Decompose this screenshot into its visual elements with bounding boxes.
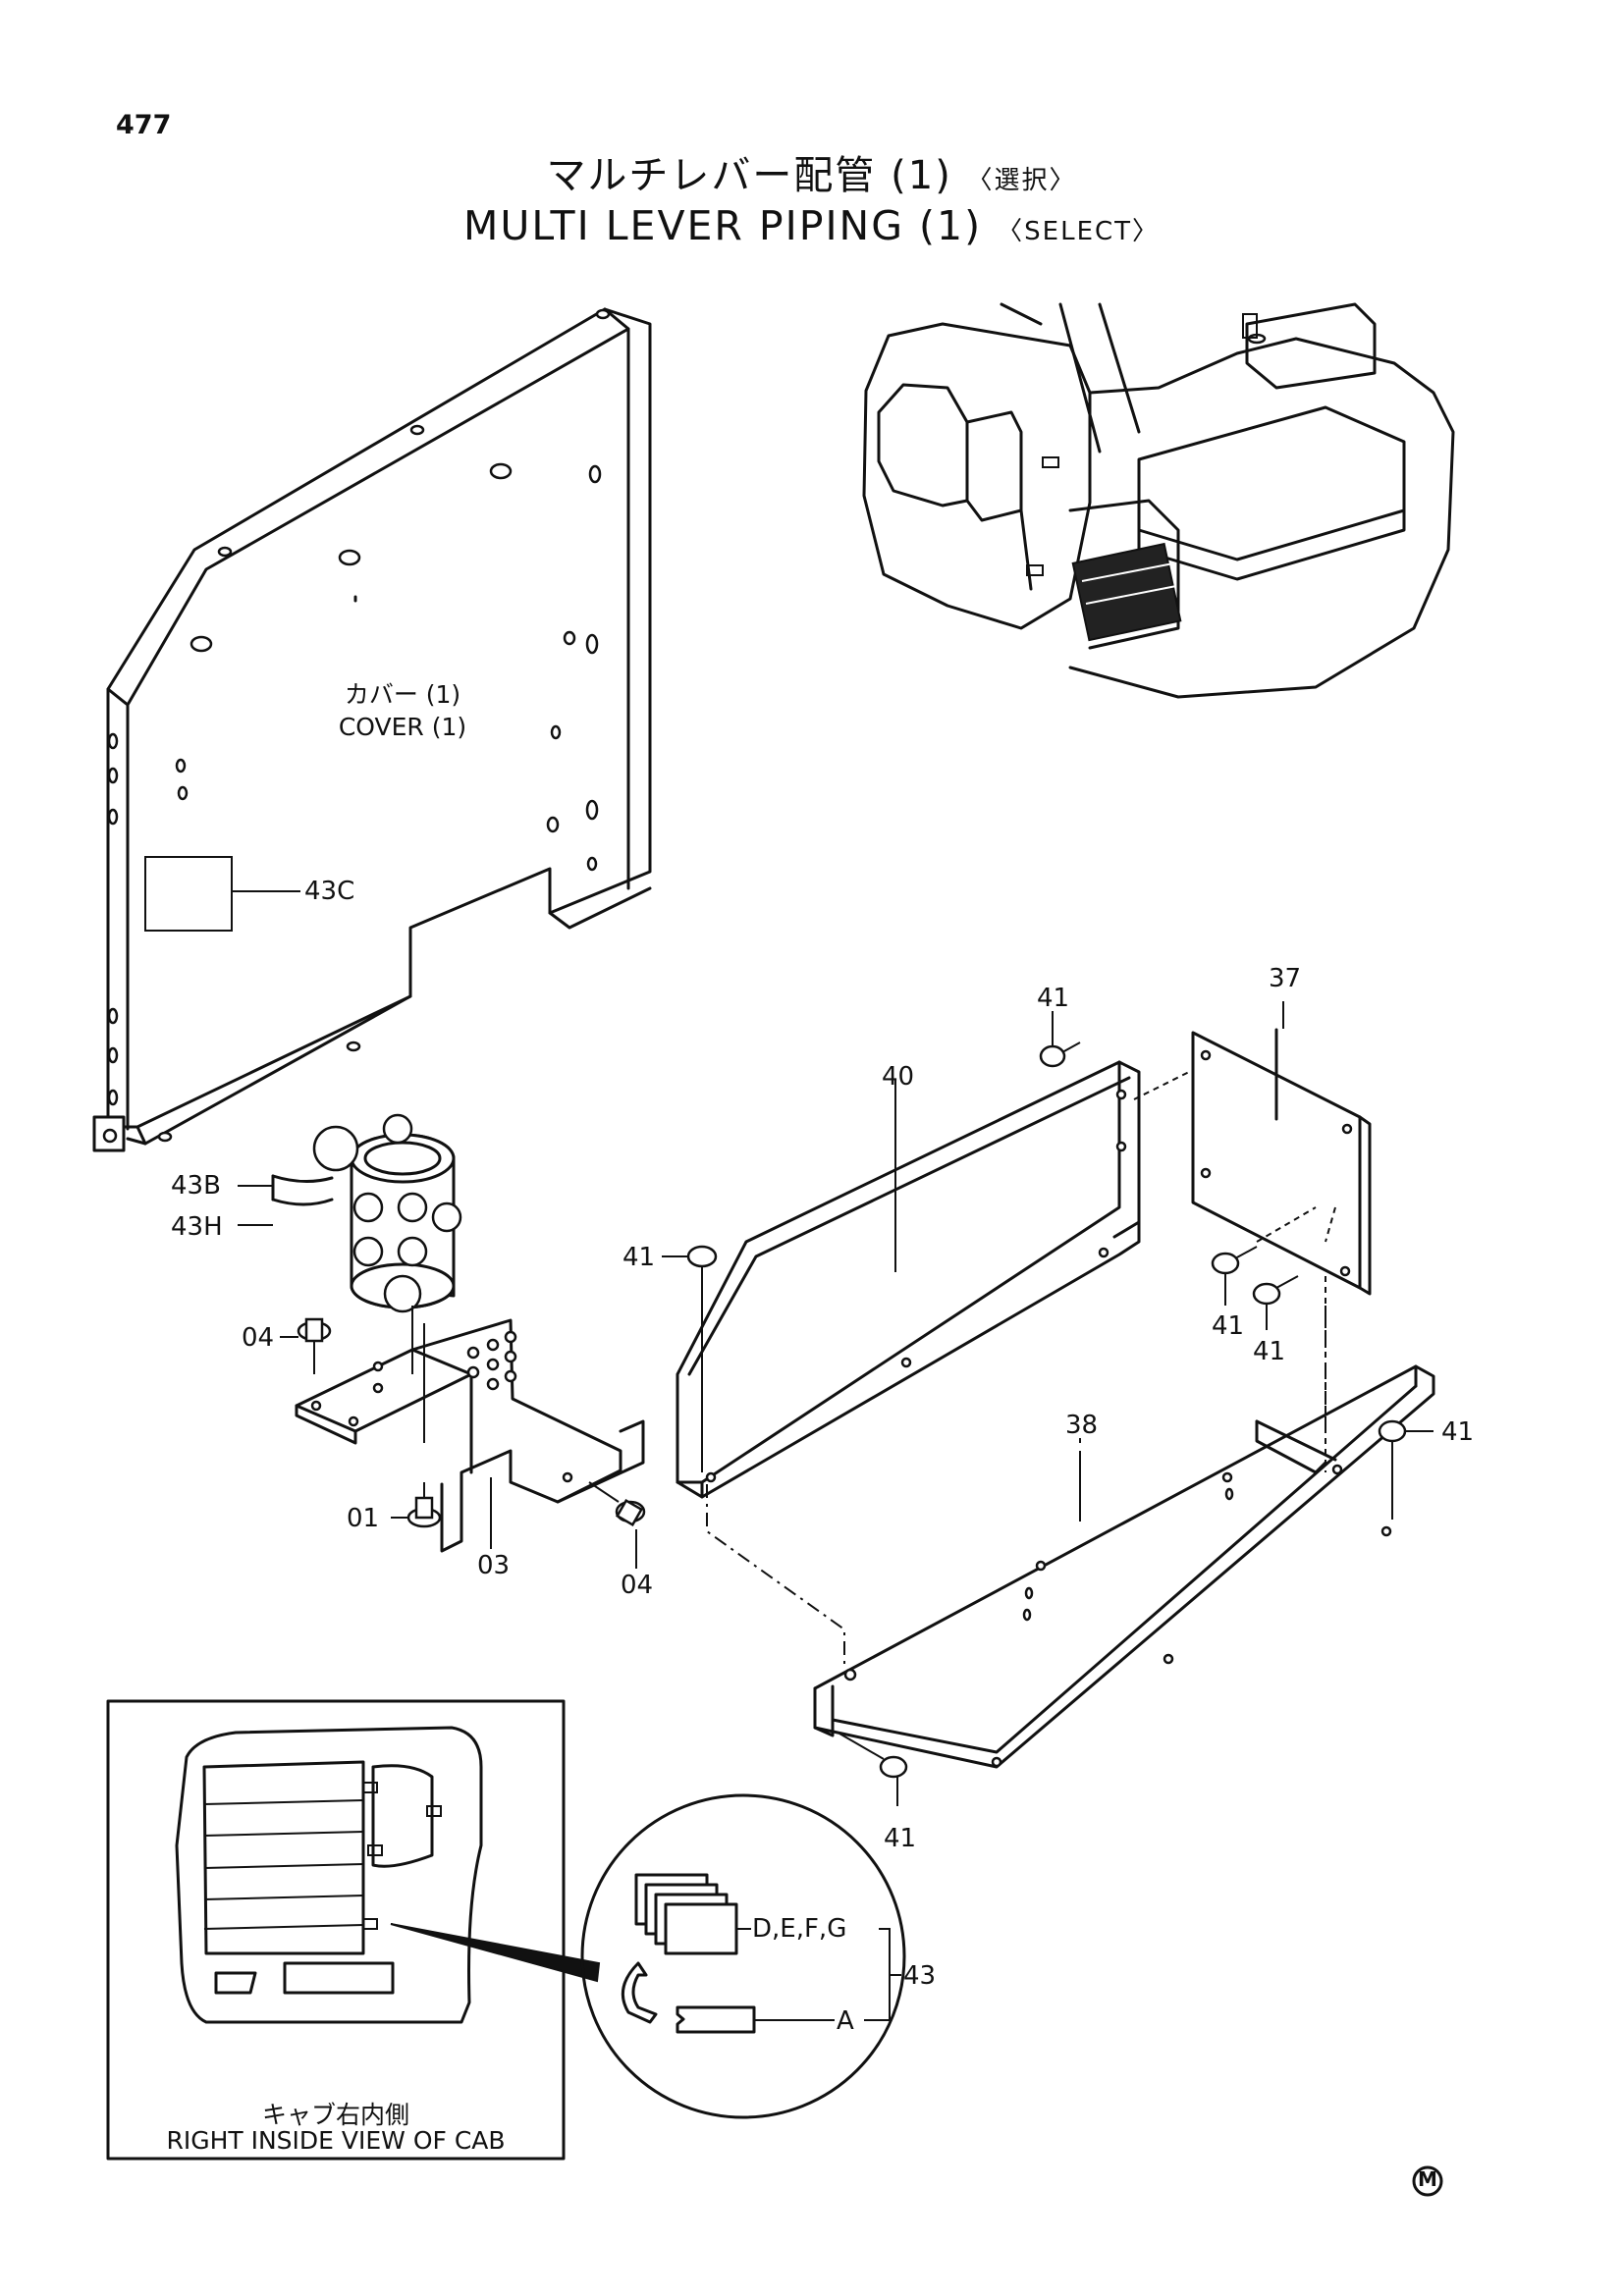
bolt-41c <box>1211 1246 1258 1306</box>
label-plate-43c <box>144 856 233 932</box>
callout-defg: D,E,F,G <box>752 1914 847 1944</box>
callout-04-right: 04 <box>621 1571 654 1600</box>
title-jp-tag: 〈選択〉 <box>966 166 1077 195</box>
callout-43: 43 <box>903 1961 937 1991</box>
cover-label-en: COVER (1) <box>338 713 467 741</box>
panel-40 <box>676 1060 1141 1669</box>
mark-circle <box>1412 2165 1443 2197</box>
highlighted-cab-area <box>1071 542 1182 642</box>
panel-37 <box>1133 1028 1372 1472</box>
bolt-41d <box>1252 1275 1299 1330</box>
callout-41-right: 41 <box>1441 1417 1475 1447</box>
bracket-holes <box>310 1330 573 1483</box>
bolt-41a <box>1039 1011 1081 1068</box>
magnifier-detail <box>580 1793 906 2119</box>
cover-label-jp: カバー (1) <box>344 680 461 709</box>
title-japanese: マルチレバー配管 (1) 〈選択〉 <box>0 143 1623 200</box>
cover-holes <box>107 308 611 1143</box>
callout-43c: 43C <box>304 877 355 906</box>
bolt-41f <box>839 1733 908 1806</box>
page-number: 477 <box>116 110 172 140</box>
bolt-04b <box>588 1481 646 1569</box>
cover-panel <box>92 307 652 1152</box>
callout-41-mid-a: 41 <box>1212 1311 1245 1341</box>
callout-41-top: 41 <box>1037 984 1070 1013</box>
title-en-text: MULTI LEVER PIPING (1) <box>462 202 983 249</box>
callout-a: A <box>837 2006 854 2036</box>
bolt-01 <box>391 1482 442 1528</box>
title-en-tag: 〈SELECT〉 <box>997 217 1161 246</box>
callout-04-left: 04 <box>242 1323 275 1353</box>
inset-cab-view <box>106 1699 601 2161</box>
callout-38: 38 <box>1065 1411 1099 1440</box>
machine-overview <box>862 302 1455 699</box>
leader-lines <box>1079 1001 1284 1443</box>
bolt-04a <box>280 1317 332 1374</box>
bolt-41e <box>1378 1419 1434 1520</box>
callout-41-mid-b: 41 <box>1253 1337 1286 1366</box>
title-english: MULTI LEVER PIPING (1) 〈SELECT〉 <box>0 202 1623 249</box>
callout-41-bottom: 41 <box>884 1824 917 1853</box>
callout-43h: 43H <box>171 1212 223 1242</box>
inset-label-en: RIGHT INSIDE VIEW OF CAB <box>166 2126 506 2155</box>
bolt-41-group <box>662 1011 1434 1806</box>
title-jp-text: マルチレバー配管 (1) <box>546 153 952 198</box>
tray-38 <box>813 1306 1435 1769</box>
callout-43b: 43B <box>171 1171 221 1201</box>
valve-assembly <box>238 595 462 1374</box>
bracket-03 <box>295 1318 645 1553</box>
bolt-41b <box>662 1245 718 1472</box>
callout-03: 03 <box>477 1551 511 1580</box>
callout-01: 01 <box>347 1504 380 1533</box>
inset-label-jp: キャブ右内側 <box>261 2101 409 2129</box>
mark-letter: M <box>1418 2167 1437 2191</box>
callout-40: 40 <box>882 1062 915 1092</box>
callout-41-left: 41 <box>622 1243 656 1272</box>
callout-37: 37 <box>1269 964 1302 993</box>
